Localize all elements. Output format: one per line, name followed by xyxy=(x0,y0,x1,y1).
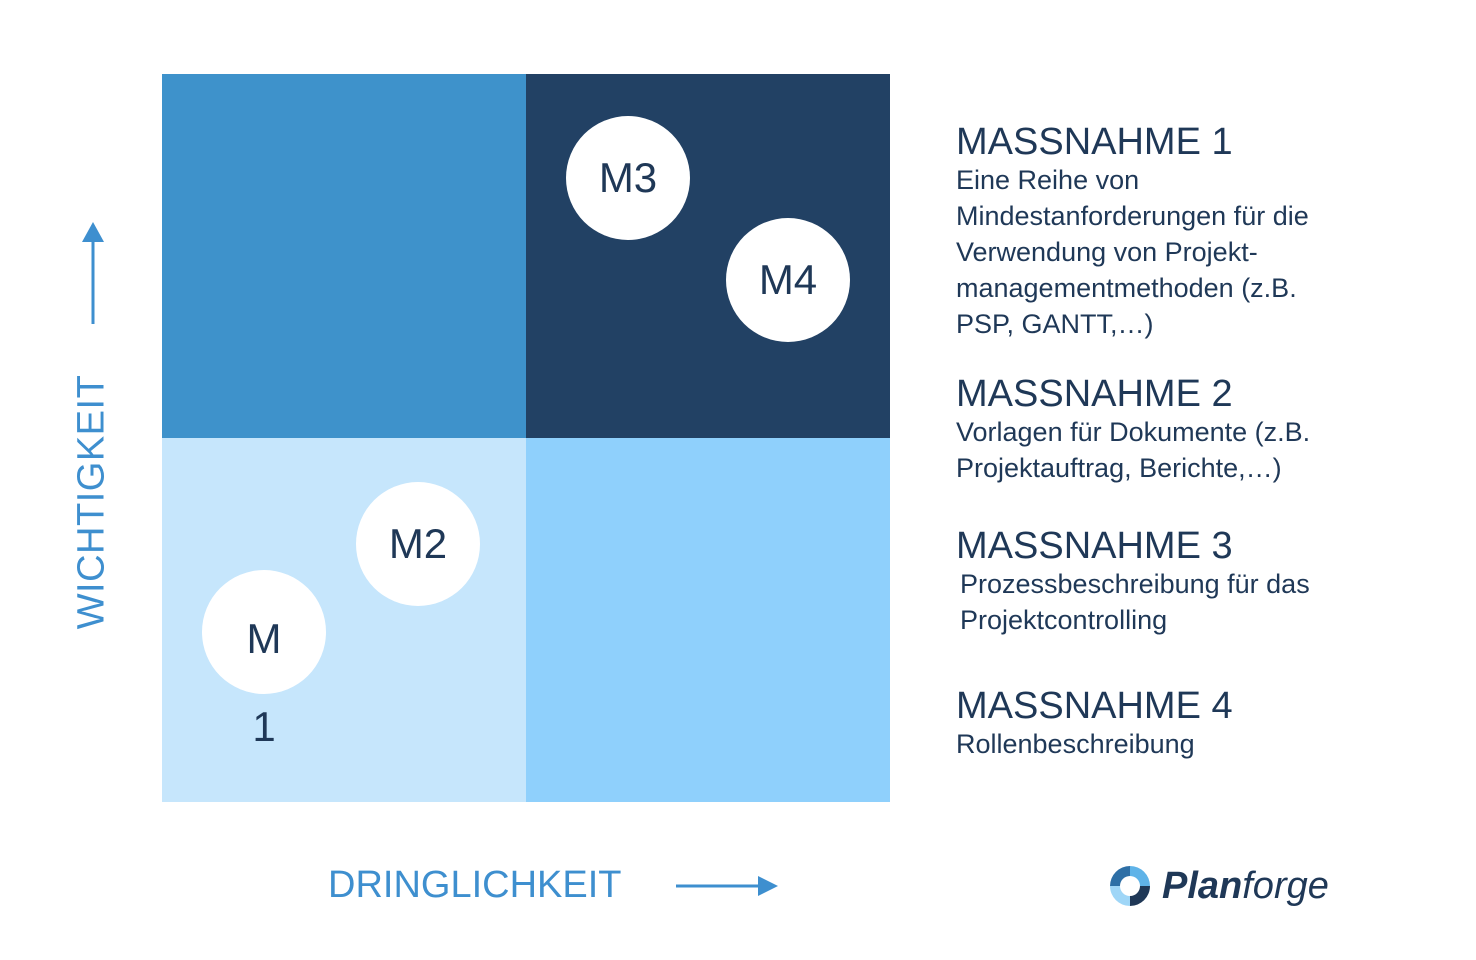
arrow-up-icon xyxy=(82,222,104,324)
y-axis-label: WICHTIGKEIT xyxy=(70,374,113,630)
legend-title: MASSNAHME 1 xyxy=(956,121,1233,163)
legend-line: Verwendung von Projekt- xyxy=(956,237,1258,267)
legend-title: MASSNAHME 3 xyxy=(956,525,1233,567)
legend-line: Prozessbeschreibung für das xyxy=(960,569,1310,599)
marker-m3: M3 xyxy=(566,116,690,240)
legend-line: Rollenbeschreibung xyxy=(956,729,1195,759)
legend-title: MASSNAHME 2 xyxy=(956,373,1233,415)
planforge-logo-icon xyxy=(1110,866,1150,906)
legend-item-2: MASSNAHME 2 Vorlagen für Dokumente (z.B.… xyxy=(956,374,1396,486)
logo-name-bold: Plan xyxy=(1162,865,1243,907)
marker-m1-sublabel: 1 xyxy=(252,703,276,750)
quadrant-top-left xyxy=(162,74,526,438)
planforge-logo: Planforge xyxy=(1106,862,1329,910)
legend-line: PSP, GANTT,…) xyxy=(956,309,1154,339)
legend-line: Projektauftrag, Berichte,…) xyxy=(956,453,1282,483)
legend-line: Mindestanforderungen für die xyxy=(956,201,1309,231)
legend-line: managementmethoden (z.B. xyxy=(956,273,1297,303)
logo-wordmark: Planforge xyxy=(1162,867,1329,905)
logo-name-light: forge xyxy=(1242,865,1329,907)
legend-item-3: MASSNAHME 3 Prozessbeschreibung für das … xyxy=(956,526,1396,638)
marker-m1: M xyxy=(202,570,326,694)
legend-item-4: MASSNAHME 4 Rollenbeschreibung xyxy=(956,686,1396,762)
marker-m2: M2 xyxy=(356,482,480,606)
x-axis-label: DRINGLICHKEIT xyxy=(328,864,622,906)
quadrant-bottom-right xyxy=(526,438,890,802)
arrow-right-icon xyxy=(676,876,778,896)
marker-m4: M4 xyxy=(726,218,850,342)
legend-title: MASSNAHME 4 xyxy=(956,685,1233,727)
legend-line: Eine Reihe von xyxy=(956,165,1140,195)
legend-line: Projektcontrolling xyxy=(960,605,1168,635)
legend-line: Vorlagen für Dokumente (z.B. xyxy=(956,417,1311,447)
legend-item-1: MASSNAHME 1 Eine Reihe von Mindestanford… xyxy=(956,122,1396,342)
